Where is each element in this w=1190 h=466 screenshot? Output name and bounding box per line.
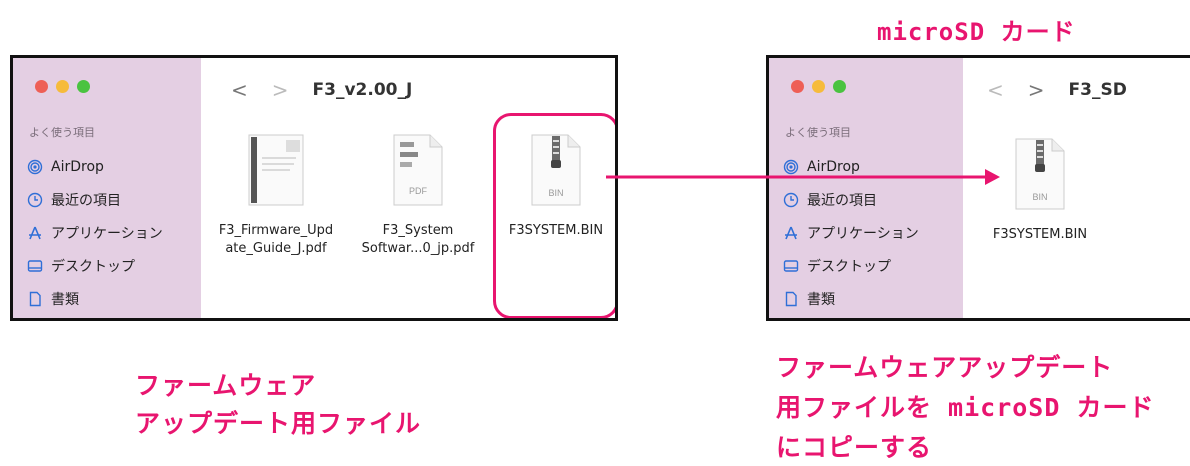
- caption-left-line2: アップデート用ファイル: [135, 409, 422, 438]
- selection-highlight: [493, 113, 615, 318]
- sidebar-item-recents[interactable]: 最近の項目: [783, 183, 919, 216]
- file-name: F3SYSTEM.BIN: [508, 223, 604, 238]
- forward-button[interactable]: >: [271, 78, 289, 102]
- zip-archive-icon: BIN: [1015, 138, 1065, 210]
- apps-icon: [783, 225, 799, 241]
- svg-text:BIN: BIN: [1032, 192, 1047, 202]
- sidebar-item-label: AirDrop: [807, 158, 860, 175]
- favorites-header: よく使う項目: [29, 126, 95, 139]
- close-button[interactable]: [791, 80, 804, 93]
- apps-icon: [27, 225, 43, 241]
- sidebar-item-label: 書類: [51, 291, 79, 308]
- sidebar-item-label: アプリケーション: [51, 225, 163, 242]
- clock-icon: [27, 192, 43, 208]
- sidebar-item-applications[interactable]: アプリケーション: [783, 216, 919, 249]
- microsd-card-label: microSD カード: [877, 18, 1076, 46]
- file-name: F3_System: [382, 223, 454, 238]
- svg-text:BIN: BIN: [548, 188, 563, 198]
- zoom-button[interactable]: [77, 80, 90, 93]
- folder-title: F3_v2.00_J: [312, 80, 413, 100]
- file-item[interactable]: F3_Firmware_Upd ate_Guide_J.pdf: [211, 132, 341, 258]
- window-controls: [35, 80, 90, 93]
- sidebar-item-label: 書類: [807, 291, 835, 308]
- favorites-header: よく使う項目: [785, 126, 851, 139]
- caption-left-line1: ファームウェア: [135, 371, 317, 400]
- desktop-icon: [27, 258, 43, 274]
- sidebar-item-label: デスクトップ: [51, 258, 135, 275]
- zip-archive-icon: BIN: [531, 134, 581, 206]
- file-name: Softwar...0_jp.pdf: [361, 241, 475, 256]
- svg-text:PDF: PDF: [409, 186, 428, 196]
- sidebar-item-desktop[interactable]: デスクトップ: [27, 249, 163, 282]
- sidebar-item-label: デスクトップ: [807, 258, 891, 275]
- sidebar-item-airdrop[interactable]: AirDrop: [783, 150, 919, 183]
- sidebar-item-desktop[interactable]: デスクトップ: [783, 249, 919, 282]
- sidebar-item-airdrop[interactable]: AirDrop: [27, 150, 163, 183]
- window-controls: [791, 80, 846, 93]
- airdrop-icon: [27, 159, 43, 175]
- airdrop-icon: [783, 159, 799, 175]
- sidebar-item-label: アプリケーション: [807, 225, 919, 242]
- sidebar-item-documents[interactable]: 書類: [27, 282, 163, 315]
- sidebar: よく使う項目 AirDrop 最近の項目 アプリケーション: [769, 58, 963, 318]
- pdf-document-icon: PDF: [393, 134, 443, 206]
- sidebar-item-label: 最近の項目: [51, 192, 121, 209]
- toolbar: < > F3_SD: [987, 78, 1127, 102]
- sidebar-item-label: 最近の項目: [807, 192, 877, 209]
- file-item[interactable]: BIN F3SYSTEM.BIN: [975, 136, 1105, 244]
- clock-icon: [783, 192, 799, 208]
- file-name: F3_Firmware_Upd: [218, 223, 334, 238]
- file-item-selected[interactable]: BIN F3SYSTEM.BIN: [491, 132, 615, 240]
- folder-title: F3_SD: [1068, 80, 1127, 100]
- document-icon: [783, 291, 799, 307]
- sidebar-list: AirDrop 最近の項目 アプリケーション デスクトップ: [27, 150, 163, 315]
- forward-button[interactable]: >: [1027, 78, 1045, 102]
- back-button[interactable]: <: [231, 78, 248, 102]
- sidebar-list: AirDrop 最近の項目 アプリケーション デスクトップ: [783, 150, 919, 315]
- pdf-document-icon: [248, 134, 304, 206]
- minimize-button[interactable]: [56, 80, 69, 93]
- close-button[interactable]: [35, 80, 48, 93]
- finder-window-source: よく使う項目 AirDrop 最近の項目 アプリケーション: [10, 55, 618, 321]
- document-icon: [27, 291, 43, 307]
- caption-right-line1: ファームウェアアップデート: [776, 353, 1114, 382]
- sidebar: よく使う項目 AirDrop 最近の項目 アプリケーション: [13, 58, 201, 318]
- file-name: F3SYSTEM.BIN: [992, 227, 1088, 242]
- finder-window-destination: よく使う項目 AirDrop 最近の項目 アプリケーション: [766, 55, 1190, 321]
- toolbar: < > F3_v2.00_J: [231, 78, 412, 102]
- zoom-button[interactable]: [833, 80, 846, 93]
- file-item[interactable]: PDF F3_System Softwar...0_jp.pdf: [353, 132, 483, 258]
- minimize-button[interactable]: [812, 80, 825, 93]
- sidebar-item-applications[interactable]: アプリケーション: [27, 216, 163, 249]
- sidebar-item-recents[interactable]: 最近の項目: [27, 183, 163, 216]
- caption-right-line3: にコピーする: [776, 433, 933, 462]
- sidebar-item-documents[interactable]: 書類: [783, 282, 919, 315]
- sidebar-item-label: AirDrop: [51, 158, 104, 175]
- desktop-icon: [783, 258, 799, 274]
- file-name: ate_Guide_J.pdf: [225, 241, 327, 256]
- caption-right-line2: 用ファイルを microSD カード: [776, 393, 1155, 422]
- back-button[interactable]: <: [987, 78, 1004, 102]
